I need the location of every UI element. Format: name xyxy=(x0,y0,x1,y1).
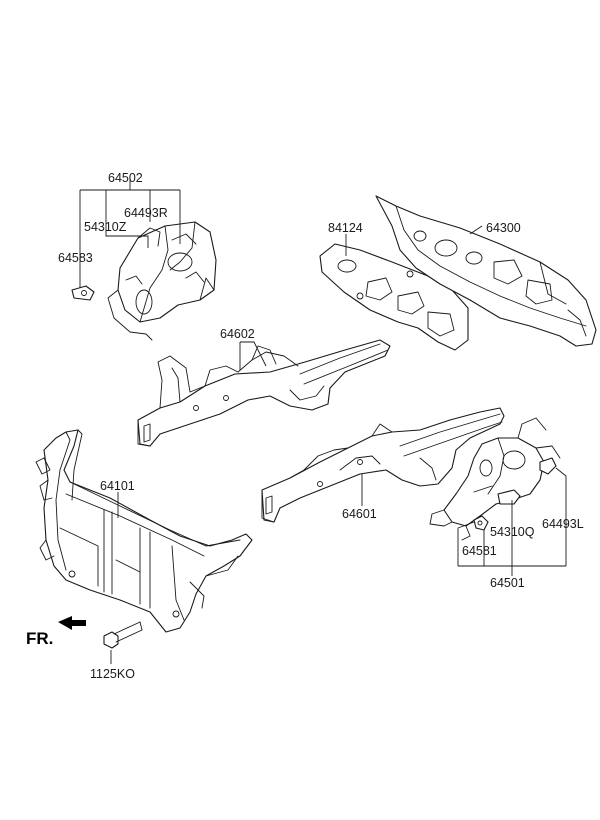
part-64300-dash-panel xyxy=(375,195,597,347)
front-marker-label: FR. xyxy=(26,629,53,648)
label-64501: 64501 xyxy=(490,576,525,590)
label-64601: 64601 xyxy=(342,507,377,521)
label-64602: 64602 xyxy=(220,327,255,341)
label-64583: 64583 xyxy=(58,251,93,265)
label-64502: 64502 xyxy=(108,171,143,185)
label-64493L: 64493L xyxy=(542,517,584,531)
part-labels: 64502 54310Z 64493R 64583 84124 64300 64… xyxy=(26,171,584,681)
part-64493L-bracket xyxy=(539,457,557,475)
label-64101: 64101 xyxy=(100,479,135,493)
part-64101-radiator-support xyxy=(35,429,253,633)
part-64502-wheelhouse xyxy=(107,221,217,341)
label-84124: 84124 xyxy=(328,221,363,235)
label-54310Z: 54310Z xyxy=(84,220,127,234)
label-64493R: 64493R xyxy=(124,206,168,220)
label-64300: 64300 xyxy=(486,221,521,235)
part-84124-dash-pad xyxy=(319,243,469,351)
part-54310Q-bracket xyxy=(497,489,521,505)
label-54310Q: 54310Q xyxy=(490,525,535,539)
part-64583-bracket xyxy=(71,285,95,301)
label-64581: 64581 xyxy=(462,544,497,558)
part-64501-wheelhouse xyxy=(429,417,561,541)
part-1125KO-bolt xyxy=(103,621,143,649)
front-arrow-icon xyxy=(58,616,86,630)
part-64581-bracket xyxy=(473,515,489,531)
part-64601-side-member xyxy=(261,407,505,523)
leader-lines xyxy=(58,178,567,664)
label-1125KO: 1125KO xyxy=(90,667,135,681)
part-64602-side-member xyxy=(137,339,391,447)
